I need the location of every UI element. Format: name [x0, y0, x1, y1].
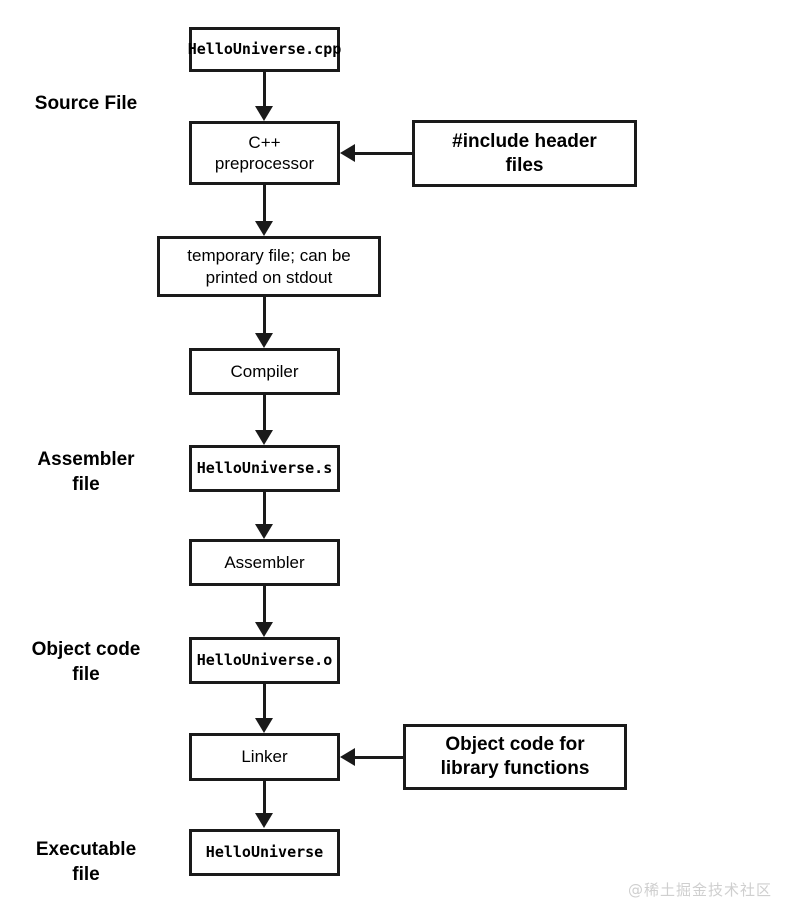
- stage-label-source-file: Source File: [34, 93, 138, 114]
- edge-temporary-file-to-compiler-line: [263, 297, 266, 334]
- stage-label-executable-file: Executable file: [35, 839, 137, 885]
- edge-assembler-to-object-file-line: [263, 586, 266, 623]
- stage-label-object-code-file: Object code file: [31, 639, 141, 685]
- edge-include-headers-to-preprocessor-line: [355, 152, 412, 155]
- edge-assembler-to-object-file-arrowhead: [255, 622, 273, 637]
- node-preprocessor-label: C++ preprocessor: [214, 132, 315, 173]
- edge-compiler-to-assembly-file-arrowhead: [255, 430, 273, 445]
- node-compiler-label: Compiler: [230, 361, 299, 381]
- node-source-file-label: HelloUniverse.cpp: [187, 40, 342, 59]
- node-include-headers-label: #include header files: [452, 130, 597, 176]
- node-executable-label: HelloUniverse: [205, 843, 324, 862]
- edge-temporary-file-to-compiler-arrowhead: [255, 333, 273, 348]
- edge-linker-to-executable-line: [263, 781, 266, 814]
- node-temporary-file-label: temporary file; can be printed on stdout: [187, 246, 351, 287]
- edge-linker-to-executable-arrowhead: [255, 813, 273, 828]
- stage-label-assembler-file: Assembler file: [37, 449, 135, 495]
- edge-include-headers-to-preprocessor-arrowhead: [340, 144, 355, 162]
- node-library-object-code-label: Object code for library functions: [440, 734, 590, 779]
- edge-preprocessor-to-temporary-file-arrowhead: [255, 221, 273, 236]
- node-linker-label: Linker: [241, 747, 288, 767]
- node-include-headers[interactable]: #include header files: [412, 120, 637, 187]
- node-object-file-label: HelloUniverse.o: [196, 651, 333, 670]
- node-library-object-code[interactable]: Object code for library functions: [403, 724, 627, 790]
- node-assembler-label: Assembler: [224, 552, 305, 572]
- edge-assembly-file-to-assembler-arrowhead: [255, 524, 273, 539]
- node-assembly-file[interactable]: HelloUniverse.s: [189, 445, 340, 492]
- node-executable[interactable]: HelloUniverse: [189, 829, 340, 876]
- node-source-file[interactable]: HelloUniverse.cpp: [188, 27, 341, 72]
- edge-compiler-to-assembly-file-line: [263, 395, 266, 431]
- node-linker[interactable]: Linker: [189, 733, 340, 781]
- edge-source-to-preprocessor-arrowhead: [255, 106, 273, 121]
- node-assembly-file-label: HelloUniverse.s: [196, 459, 333, 478]
- edge-library-object-code-to-linker-line: [355, 756, 403, 759]
- edge-assembly-file-to-assembler-line: [263, 492, 266, 525]
- edge-object-file-to-linker-arrowhead: [255, 718, 273, 733]
- watermark-text: @稀土掘金技术社区: [627, 881, 772, 899]
- node-temporary-file[interactable]: temporary file; can be printed on stdout: [157, 236, 381, 297]
- node-object-file[interactable]: HelloUniverse.o: [189, 637, 340, 684]
- edge-library-object-code-to-linker-arrowhead: [340, 748, 355, 766]
- edge-source-to-preprocessor-line: [263, 72, 266, 108]
- node-compiler[interactable]: Compiler: [189, 348, 340, 395]
- node-preprocessor[interactable]: C++ preprocessor: [189, 121, 340, 185]
- node-assembler[interactable]: Assembler: [189, 539, 340, 586]
- edge-object-file-to-linker-line: [263, 684, 266, 719]
- edge-preprocessor-to-temporary-file-line: [263, 185, 266, 223]
